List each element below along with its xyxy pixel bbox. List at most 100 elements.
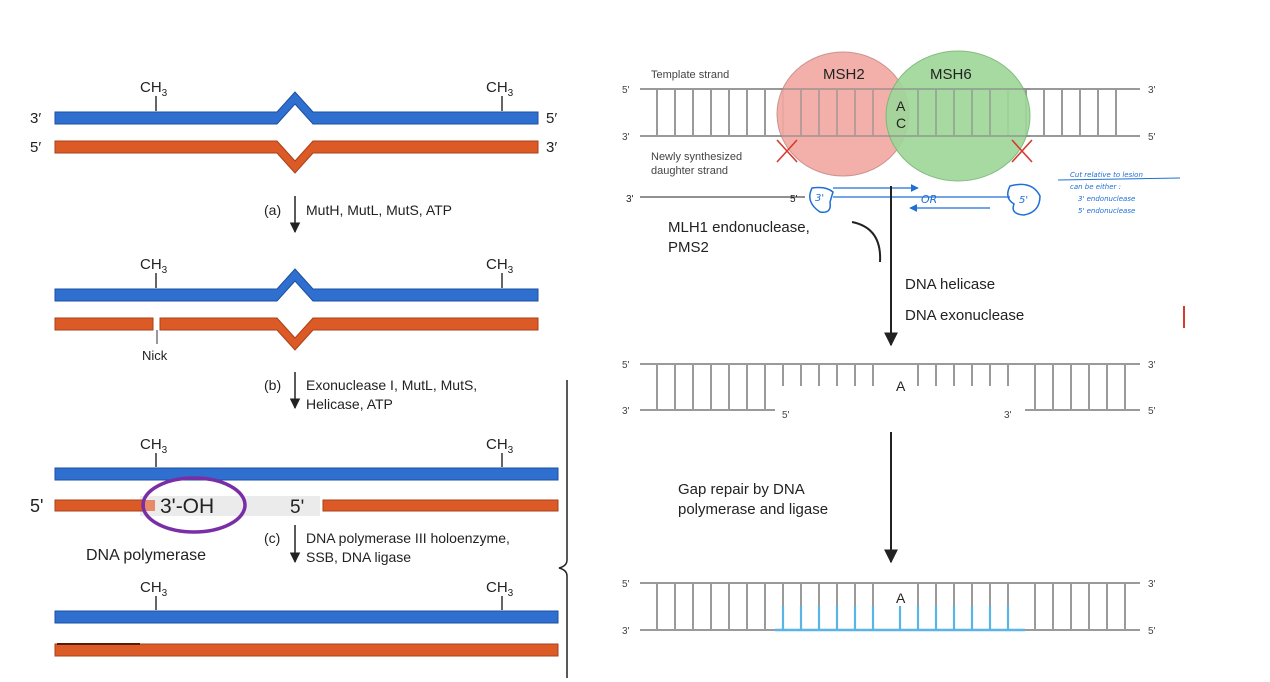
rungs-behind-proteins	[780, 88, 1030, 137]
step-a-enzymes: MutH, MutL, MutS, ATP	[306, 202, 452, 218]
end-label-3prime: 3'	[622, 132, 630, 143]
three-oh-label: 3'-OH	[160, 495, 214, 518]
old-rungs	[656, 583, 1126, 630]
methyl-label-left-3: CH3	[140, 436, 168, 456]
end-label-5prime: 5'	[1148, 132, 1156, 143]
exonuclease-label: DNA exonuclease	[905, 307, 1024, 324]
hand-5prime-marker: 5'	[790, 194, 798, 205]
msh6-protein	[885, 50, 1031, 182]
end-label-5prime: 5'	[622, 579, 630, 590]
hand-5prime-label: 5'	[1019, 195, 1028, 206]
end-label-3prime: 3′	[546, 139, 557, 156]
gap-end-3prime: 3'	[1004, 410, 1012, 421]
methyl-label-left-2: CH3	[140, 256, 168, 276]
step-c-enzymes-line1: DNA polymerase III holoenzyme,	[306, 530, 510, 546]
methyl-label-right-1: CH3	[486, 79, 514, 99]
handwritten-annotations: 3' 5' 3' OR 5' Cut relative to lesion ca…	[626, 171, 1185, 328]
gap-shading	[140, 496, 320, 516]
mlh1-label-line2: PMS2	[668, 239, 709, 256]
left-panel-ecoli-repair: CH3 CH3 3′ 5′ 5′ 3′ (a) MutH, MutL, MutS…	[30, 79, 568, 678]
helicase-label: DNA helicase	[905, 276, 995, 293]
oh-annotation-circle	[141, 476, 247, 534]
step-c-enzymes-line2: SSB, DNA ligase	[306, 549, 411, 565]
blue-template-strand	[54, 467, 559, 481]
stage-2-excised: A 5' 3' 3' 5' 3' 5'	[622, 360, 1156, 421]
end-label-3prime: 3'	[622, 626, 630, 637]
step-b-enzymes-line1: Exonuclease I, MutL, MutS,	[306, 377, 477, 393]
mlh1-label-line1: MLH1 endonuclease,	[668, 219, 810, 236]
methyl-label-right-2: CH3	[486, 256, 514, 276]
methyl-label-right-4: CH3	[486, 579, 514, 599]
full-rungs	[656, 364, 1126, 410]
new-synthesis-start	[145, 500, 155, 511]
orange-daughter-segment	[54, 317, 154, 331]
daughter-strand-label-line1: Newly synthesized	[651, 151, 742, 163]
end-label-5prime: 5'	[1148, 406, 1156, 417]
mismatch-base-c: C	[896, 115, 906, 131]
blue-template-strand	[54, 91, 539, 125]
hand-note-line4: 5' endonuclease	[1078, 207, 1135, 215]
end-label-5prime: 5′	[30, 139, 41, 156]
gap-five-prime-label: 5'	[290, 497, 304, 518]
hand-or-label: OR	[921, 193, 937, 206]
cross-mark-icon	[776, 139, 798, 163]
step-b-label: (b)	[264, 377, 281, 393]
right-panel-human-repair: MSH2 MSH6 A C Template strand Newly synt…	[622, 50, 1185, 637]
blue-template-strand	[54, 610, 559, 624]
daughter-strand-label-line2: daughter strand	[651, 165, 728, 177]
curved-side-arrow	[851, 221, 882, 263]
step-b-enzymes-line2: Helicase, ATP	[306, 396, 393, 412]
cross-mark-icon	[1011, 139, 1033, 163]
mismatch-base-a: A	[896, 98, 906, 114]
end-label-5prime: 5'	[622, 85, 630, 96]
gap-repair-label-line1: Gap repair by DNA	[678, 481, 805, 498]
new-rungs	[781, 606, 1010, 630]
half-rungs	[782, 364, 1009, 386]
methyl-label-left-4: CH3	[140, 579, 168, 599]
end-label-5prime: 5'	[1148, 626, 1156, 637]
gap-end-5prime: 5'	[782, 410, 790, 421]
end-label-3prime: 3'	[622, 406, 630, 417]
hand-note-line2: can be either :	[1070, 183, 1121, 191]
hand-note-underline	[1057, 177, 1181, 181]
orange-daughter-segment	[159, 317, 539, 351]
end-label-3prime: 3′	[30, 110, 41, 127]
hand-note-line1: Cut relative to lesion	[1070, 171, 1143, 179]
dna-polymerase-label: DNA polymerase	[86, 547, 206, 564]
gap-repair-label-line2: polymerase and ligase	[678, 501, 828, 518]
orange-daughter-segment	[322, 499, 559, 512]
step-c-label: (c)	[264, 530, 280, 546]
orange-daughter-strand	[54, 140, 539, 174]
msh6-label: MSH6	[930, 66, 972, 83]
end-label-5prime: 5'	[622, 360, 630, 371]
msh2-label: MSH2	[823, 66, 865, 83]
orange-daughter-strand	[54, 643, 559, 657]
stage-4-repaired: CH3 CH3	[54, 579, 559, 657]
stage-2-nicked: CH3 CH3 Nick	[54, 256, 539, 363]
endonuclease-sketch-icon	[809, 186, 834, 214]
hand-note-line3: 3' endonuclease	[1078, 195, 1135, 203]
step-mlh1: MLH1 endonuclease, PMS2 DNA helicase DNA…	[668, 186, 1024, 347]
step-b: (b) Exonuclease I, MutL, MutS, Helicase,…	[264, 372, 477, 412]
orange-daughter-segment	[54, 499, 146, 512]
steps-bracket	[558, 380, 568, 678]
nick-label: Nick	[142, 348, 168, 363]
end-label-3prime: 3'	[1148, 85, 1156, 96]
step-a-label: (a)	[264, 202, 281, 218]
stage-1-msh-binding: MSH2 MSH6 A C Template strand Newly synt…	[622, 50, 1156, 182]
step-a: (a) MutH, MutL, MutS, ATP	[264, 196, 452, 234]
step-c: (c) DNA polymerase III holoenzyme, SSB, …	[264, 525, 510, 565]
stage-3-repaired: A 5' 3' 3' 5'	[622, 579, 1156, 637]
end-label-3prime: 3'	[1148, 579, 1156, 590]
base-a-label: A	[896, 590, 906, 606]
end-label-3prime: 3'	[1148, 360, 1156, 371]
template-strand-label: Template strand	[651, 69, 729, 81]
hand-3prime-left: 3'	[626, 194, 634, 205]
five-prime-end-label: 5'	[30, 496, 43, 516]
blue-template-strand	[54, 268, 539, 302]
stage-3-gapped: CH3 CH3 5' 3'-OH 5' DNA polymerase	[30, 436, 559, 564]
hand-3prime-label: 3'	[815, 193, 824, 204]
methyl-label-right-3: CH3	[486, 436, 514, 456]
endonuclease-sketch-icon	[1007, 183, 1041, 216]
